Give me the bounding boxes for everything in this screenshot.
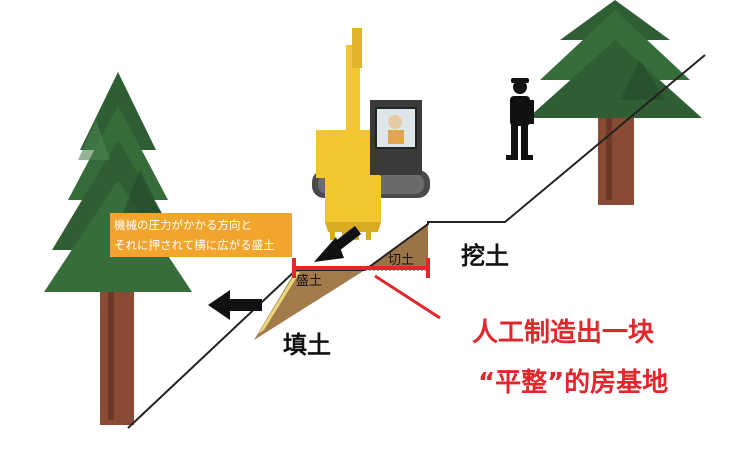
label-fill-large: 填土 bbox=[283, 325, 331, 360]
pointer-line bbox=[375, 276, 440, 318]
note-line-2: それに押されて横に広がる盛土 bbox=[114, 235, 288, 255]
excavator-icon bbox=[312, 28, 430, 240]
tree-icon bbox=[528, 0, 702, 205]
message-line-2: “平整”的房基地 bbox=[478, 362, 668, 399]
annotation-note: 機械の圧力がかかる方向と それに押されて横に広がる盛土 bbox=[110, 213, 292, 257]
message-line-1: 人工制造出一块 bbox=[472, 312, 654, 349]
arrow-down-left-icon bbox=[314, 230, 358, 262]
worker-icon bbox=[506, 78, 534, 160]
arrow-left-icon bbox=[208, 290, 262, 320]
label-cut-large: 挖土 bbox=[461, 236, 509, 271]
label-fill-small: 盛土 bbox=[296, 270, 322, 289]
label-cut-small: 切土 bbox=[388, 249, 414, 268]
note-line-1: 機械の圧力がかかる方向と bbox=[114, 215, 288, 235]
